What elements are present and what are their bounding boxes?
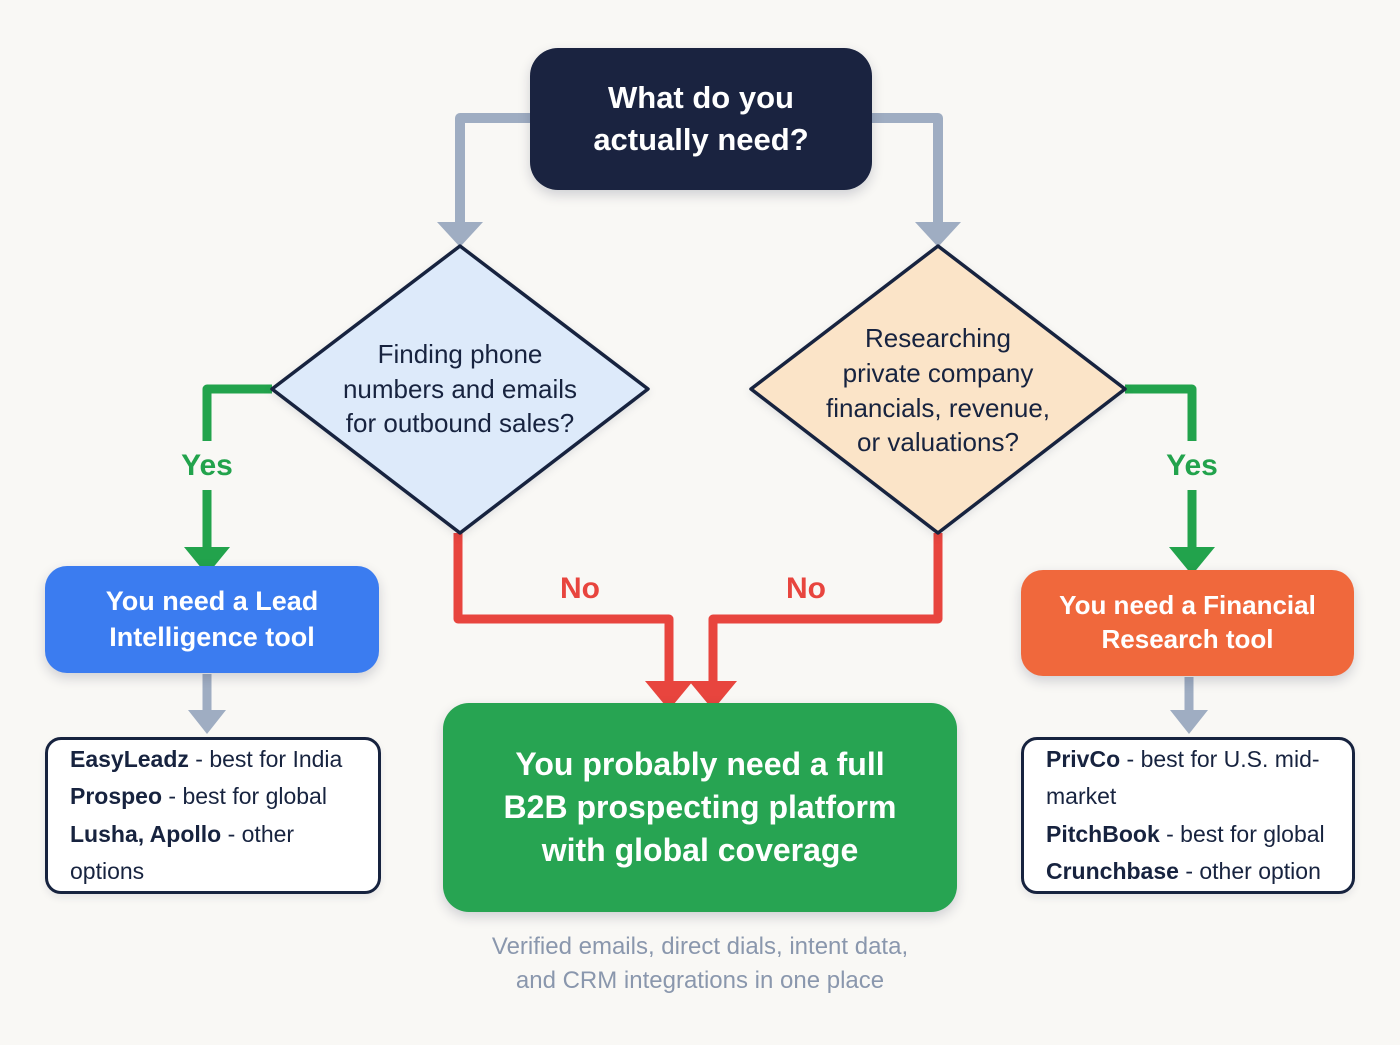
- list-item: Prospeo - best for global: [70, 778, 368, 815]
- option-name: PrivCo: [1046, 746, 1121, 772]
- option-name: PitchBook: [1046, 820, 1160, 847]
- connector-root-to-right-diamond: [869, 113, 943, 224]
- right-decision-diamond: [749, 244, 1127, 535]
- list-item: PitchBook - best for global: [1046, 816, 1342, 853]
- option-name: Prospeo: [70, 783, 163, 810]
- financial-research-result-box: You need a Financial Research tool: [1021, 570, 1354, 676]
- gray-arrow-down-icon: [188, 710, 226, 734]
- option-desc: - other options: [70, 820, 295, 884]
- b2b-platform-result-box: You probably need a full B2B prospecting…: [443, 703, 957, 912]
- option-desc: - best for global: [168, 783, 327, 810]
- gray-arrow-down-icon: [437, 222, 483, 247]
- red-arrow-down-icon: [645, 681, 693, 710]
- lead-intelligence-result-text: You need a Lead Intelligence tool: [105, 586, 319, 652]
- connector-right-no: [708, 533, 943, 683]
- financial-research-options-box: PrivCo - best for U.S. mid-market PitchB…: [1021, 737, 1355, 894]
- red-arrow-down-icon: [689, 681, 737, 710]
- option-name: Crunchbase: [1046, 857, 1179, 884]
- left-decision-diamond: [270, 244, 650, 535]
- list-item: EasyLeadz - best for India: [70, 741, 368, 778]
- root-question-text: What do you actually need?: [593, 80, 809, 157]
- green-arrow-down-icon: [1169, 547, 1215, 575]
- left-no-label: No: [560, 572, 600, 605]
- left-yes-label: Yes: [181, 449, 233, 482]
- option-name: Lusha, Apollo: [70, 820, 222, 847]
- right-no-label: No: [786, 572, 826, 605]
- lead-intelligence-result-box: You need a Lead Intelligence tool: [45, 566, 379, 673]
- list-item: PrivCo - best for U.S. mid-market: [1046, 741, 1342, 816]
- list-item: Lusha, Apollo - other options: [70, 816, 368, 891]
- root-question-box: What do you actually need?: [530, 48, 872, 190]
- connector-left-yes-elbow: [202, 384, 272, 441]
- gray-arrow-down-icon: [1170, 710, 1208, 734]
- connector-right-yes-elbow: [1125, 384, 1197, 441]
- option-desc: - other option: [1185, 857, 1321, 884]
- right-yes-label: Yes: [1166, 449, 1218, 482]
- gray-arrow-down-icon: [915, 222, 961, 247]
- option-name: EasyLeadz: [70, 746, 189, 772]
- list-item: Crunchbase - other option: [1046, 853, 1342, 890]
- green-arrow-down-icon: [184, 547, 230, 575]
- left-diamond-question: Finding phone numbers and emails for out…: [342, 339, 578, 439]
- financial-research-result-text: You need a Financial Research tool: [1059, 590, 1316, 654]
- option-desc: - best for global: [1166, 820, 1325, 847]
- option-desc: - best for U.S. mid-market: [1046, 746, 1320, 810]
- lead-intelligence-options-box: EasyLeadz - best for India Prospeo - bes…: [45, 737, 381, 894]
- platform-caption-text: Verified emails, direct dials, intent da…: [491, 933, 909, 994]
- connector-left-no: [453, 533, 674, 683]
- connector-root-to-left-diamond: [455, 113, 533, 224]
- b2b-platform-result-text: You probably need a full B2B prospecting…: [503, 745, 897, 869]
- option-desc: - best for India: [195, 746, 343, 772]
- right-diamond-question: Researching private company financials, …: [825, 323, 1051, 458]
